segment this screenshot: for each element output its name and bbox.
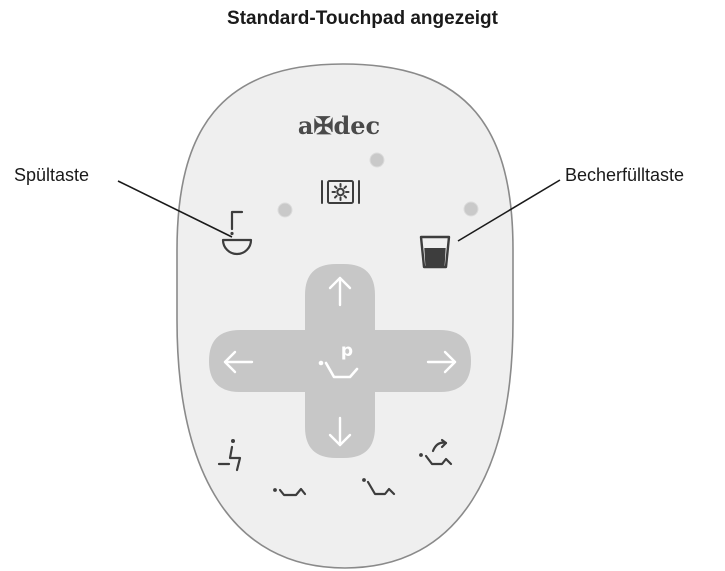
callout-cup-fill-line [457, 179, 561, 242]
last-position-icon[interactable] [419, 438, 453, 466]
indicator-light-top [369, 152, 385, 168]
indicator-light-right [463, 201, 479, 217]
callout-rinse-line [117, 180, 233, 238]
program-label: p [341, 341, 353, 361]
indicator-light-left [277, 202, 293, 218]
light-icon[interactable] [321, 180, 360, 204]
directional-pad [209, 264, 471, 458]
cup-fill-icon[interactable] [419, 235, 451, 269]
arrow-down-icon[interactable] [328, 416, 352, 447]
chair-recline-icon[interactable] [362, 478, 396, 496]
arrow-left-icon[interactable] [223, 350, 254, 374]
chair-flat-icon[interactable] [273, 487, 307, 497]
callout-cup-fill-label: Becherfülltaste [565, 165, 685, 185]
arrow-up-icon[interactable] [328, 276, 352, 307]
entry-exit-icon[interactable] [217, 439, 242, 472]
adec-logo: a✠dec [298, 111, 380, 140]
callout-rinse-label: Spültaste [14, 165, 90, 185]
rinse-cuspidor-icon[interactable] [221, 210, 253, 256]
program-chair-icon[interactable]: p [318, 341, 359, 379]
diagram-title: Standard-Touchpad angezeigt [227, 8, 498, 29]
arrow-right-icon[interactable] [426, 350, 457, 374]
